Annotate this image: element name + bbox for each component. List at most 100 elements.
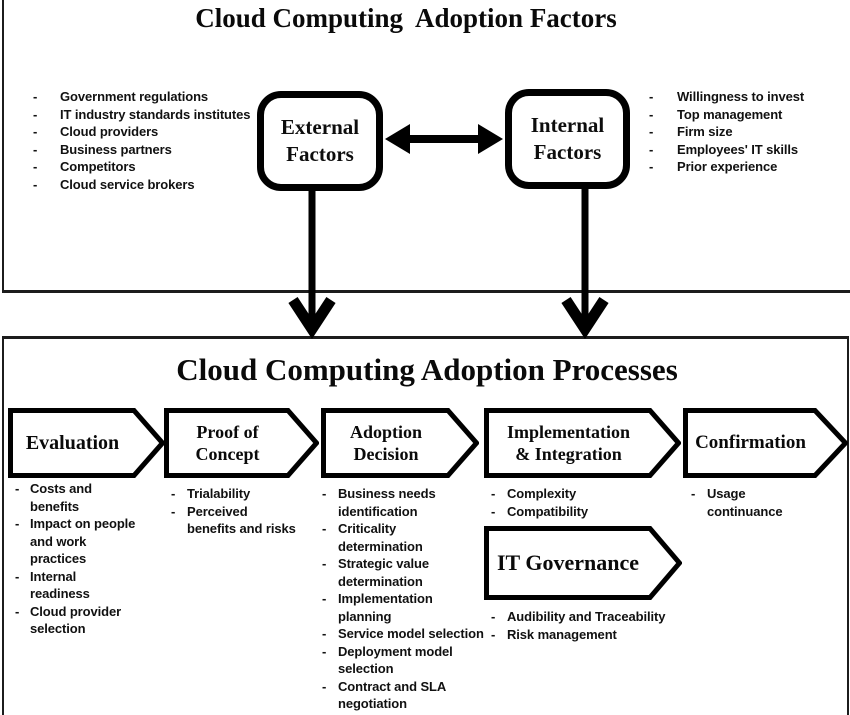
list-item-text: Criticality determination	[338, 521, 423, 554]
list-item-text: Audibility and Traceability	[507, 609, 666, 624]
list-item: -Willingness to invest	[649, 88, 804, 106]
bullet-dash: -	[491, 626, 496, 642]
stage-proof-of-concept-label: Proof of Concept	[195, 422, 260, 464]
it-governance-box: IT Governance	[484, 526, 682, 600]
list-item: - Employees' IT skills	[649, 141, 804, 159]
it-governance-items-list: -Audibility and Traceability-Risk manage…	[491, 608, 666, 644]
bullet-dash: -	[491, 609, 496, 624]
list-item: -Criticality determination	[322, 520, 484, 555]
list-item-text: Employees' IT skills	[677, 141, 799, 157]
stage-evaluation-label: Evaluation	[25, 432, 120, 454]
list-item: -Compatibility	[491, 503, 588, 521]
bullet-dash: -	[33, 176, 38, 192]
stage-confirmation: Confirmation	[683, 408, 848, 478]
bullet-dash: -	[171, 503, 176, 519]
processes-section-frame	[2, 336, 849, 715]
bullet-dash: -	[491, 503, 496, 519]
stage-adoption-decision: Adoption Decision	[321, 408, 479, 478]
adoption-decision-items-list: -Business needs identification-Criticali…	[322, 485, 484, 713]
list-item-text: Business partners	[60, 141, 172, 157]
list-item: - Competitors	[33, 158, 250, 176]
list-item-text: Usage continuance	[707, 486, 783, 519]
stage-adoption-decision-label: Adoption Decision	[349, 422, 423, 464]
bullet-dash: -	[33, 89, 38, 104]
list-item-text: Competitors	[60, 159, 136, 174]
list-item-text: Complexity	[507, 486, 577, 501]
chevron-shape-icon	[484, 408, 681, 478]
list-item: -Risk management	[491, 626, 665, 644]
list-item-text: Compatibility	[507, 503, 589, 519]
list-item-text: Deployment model selection	[338, 643, 453, 677]
stage-evaluation: Evaluation	[8, 408, 165, 478]
bullet-dash: -	[649, 141, 654, 157]
list-item: -Trialability	[171, 485, 296, 503]
bullet-dash: -	[322, 591, 327, 606]
list-item: -Cloud provider selection	[15, 603, 135, 638]
bullet-dash: -	[322, 556, 327, 571]
list-item: -Audibility and Traceability	[491, 608, 666, 626]
list-item-text: Business needs identification	[338, 486, 436, 519]
list-item-text: Service model selection	[338, 626, 484, 641]
list-item: -Usage continuance	[691, 485, 783, 520]
bullet-dash: -	[33, 159, 38, 174]
list-item-text: Risk management	[507, 626, 617, 642]
list-item: -Deployment model selection	[322, 643, 484, 678]
list-item: -Internal readiness	[15, 568, 135, 603]
list-item: -Business partners	[33, 141, 250, 159]
bullet-dash: -	[491, 486, 496, 501]
bullet-dash: -	[15, 516, 20, 531]
bullet-dash: -	[649, 89, 654, 104]
bullet-dash: -	[15, 568, 20, 584]
list-item: -Contract and SLA negotiation	[322, 678, 484, 713]
it-governance-label: IT Governance	[497, 550, 639, 575]
external-factors-box: External Factors	[257, 91, 383, 191]
list-item-text: Cloud providers	[60, 124, 159, 139]
list-item: - Cloud providers	[33, 123, 250, 141]
bullet-dash: -	[15, 603, 20, 619]
list-item-text: Cloud service brokers	[60, 176, 195, 192]
list-item-text: IT industry standards institutes	[60, 106, 251, 122]
list-item: - IT industry standards institutes	[33, 106, 250, 124]
bullet-dash: -	[649, 124, 654, 139]
chevron-shape-icon	[683, 408, 848, 478]
list-item-text: Impact on people and work practices	[30, 516, 136, 566]
bullet-dash: -	[322, 626, 327, 641]
stage-confirmation-label: Confirmation	[695, 432, 806, 453]
list-item-text: Internal readiness	[30, 568, 90, 602]
stage-implementation-integration: Implementation & Integration	[484, 408, 681, 478]
list-item-text: Top management	[677, 106, 783, 122]
bullet-dash: -	[15, 481, 20, 496]
chevron-shape-icon	[321, 408, 479, 478]
bullet-dash: -	[322, 521, 327, 536]
list-item-text: Firm size	[677, 124, 733, 139]
list-item: -Service model selection	[322, 625, 484, 643]
proof-of-concept-items-list: -Trialability-Perceived benefits and ris…	[171, 485, 296, 538]
internal-factors-box-label: Internal Factors	[530, 113, 605, 164]
list-item-text: Contract and SLA negotiation	[338, 678, 447, 712]
internal-factors-box: Internal Factors	[505, 89, 630, 189]
factors-section-frame	[2, 0, 850, 293]
chevron-shape-icon	[164, 408, 319, 478]
list-item: - Top management	[649, 106, 804, 124]
confirmation-items-list: -Usage continuance	[691, 485, 783, 520]
processes-section-title: Cloud Computing Adoption Processes	[176, 352, 678, 387]
bullet-dash: -	[322, 678, 327, 694]
stage-implementation-integration-label: Implementation & Integration	[507, 422, 630, 464]
list-item-text: Costs and benefits	[30, 481, 92, 514]
list-item: -Perceived benefits and risks	[171, 503, 296, 538]
list-item: - Cloud service brokers	[33, 176, 250, 194]
implementation-items-list: -Complexity-Compatibility	[491, 485, 588, 520]
bullet-dash: -	[649, 106, 654, 122]
list-item-text: Government regulations	[60, 89, 209, 104]
bullet-dash: -	[33, 106, 38, 122]
external-factors-list: - Government regulations - IT industry stan…	[33, 88, 250, 193]
chevron-shape-icon	[8, 408, 165, 478]
list-item: -Costs and benefits	[15, 480, 135, 515]
list-item: -Complexity	[491, 485, 588, 503]
list-item-text: Strategic value determination	[338, 556, 429, 589]
list-item: -Business needs identification	[322, 485, 484, 520]
list-item: -Impact on people and work practices	[15, 515, 135, 568]
bullet-dash: -	[33, 124, 38, 139]
list-item-text: Prior experience	[677, 159, 778, 174]
